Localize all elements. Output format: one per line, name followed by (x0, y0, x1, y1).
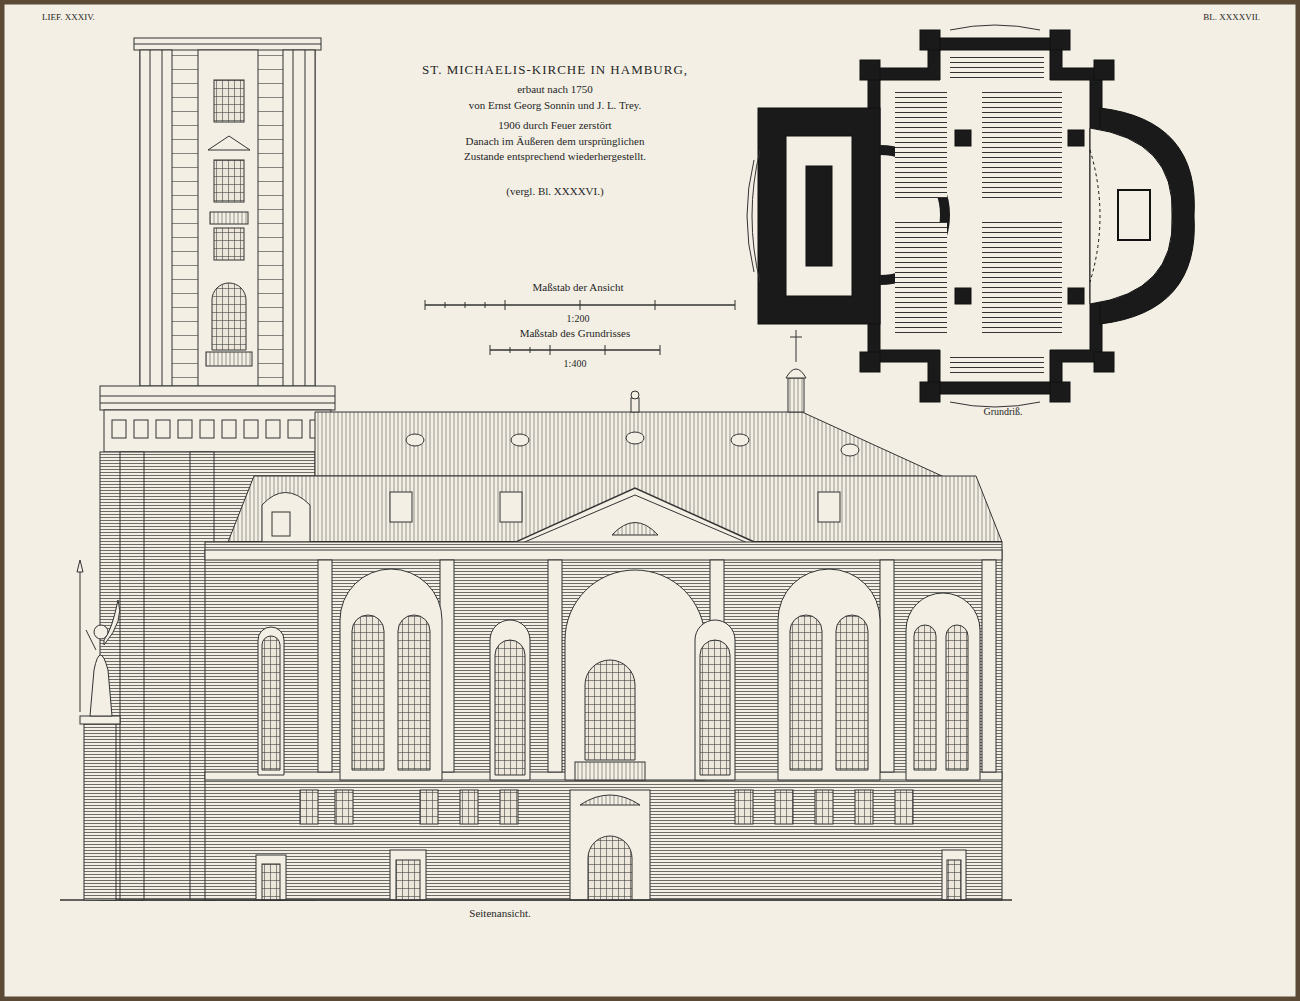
date-note: erbaut nach 1750 (425, 82, 685, 97)
fire-note: 1906 durch Feuer zerstört (425, 118, 685, 133)
scale-title: Maßstab der Ansicht (468, 280, 688, 295)
statue (77, 560, 120, 900)
scale-bars (425, 300, 735, 355)
scale-value: 1:200 (538, 311, 618, 326)
nave-wall (60, 542, 1012, 900)
sheet-number: BL. XXXXVII. (1150, 10, 1260, 25)
floor-plan (747, 25, 1194, 407)
restoration-note: Danach im Äußeren dem ursprünglichen Zus… (445, 134, 665, 164)
view-label: Grundriß. (958, 404, 1048, 419)
architects-note: von Ernst Georg Sonnin und J. L. Trey. (405, 98, 705, 113)
scale-value: 1:400 (535, 356, 615, 371)
scale-title: Maßstab des Grundrisses (465, 326, 685, 341)
plate-title: ST. MICHAELIS-KIRCHE IN HAMBURG, (365, 62, 745, 77)
roof (228, 330, 1002, 550)
reference-note: (vergl. Bl. XXXXVI.) (445, 184, 665, 199)
delivery-number: LIEF. XXXIV. (42, 10, 162, 25)
view-label: Seitenansicht. (430, 906, 570, 921)
